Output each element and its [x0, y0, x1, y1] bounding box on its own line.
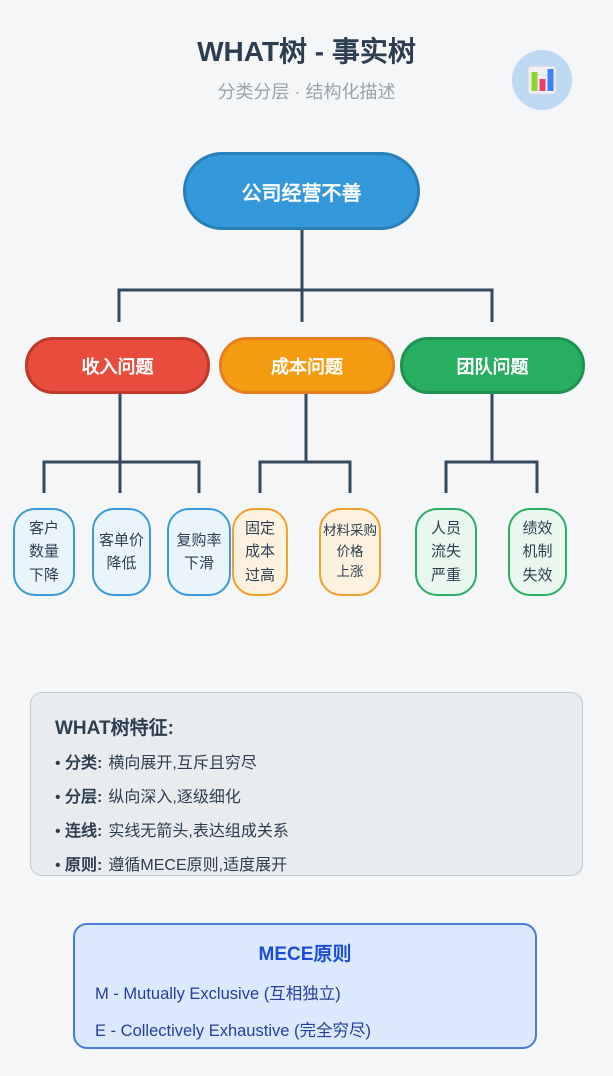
- branch-node-cost: 成本问题: [219, 337, 395, 394]
- features-list: 分类: 横向展开,互斥且穷尽 分层: 纵向深入,逐级细化 连线: 实线无箭头,表达组成…: [55, 754, 558, 876]
- edge-cost-bracket: [258, 460, 352, 493]
- feature-item-principle: 原则: 遵循MECE原则,适度展开: [55, 856, 558, 876]
- feature-text: 遵循MECE原则,适度展开: [108, 857, 288, 874]
- leaf-node-repurchase-rate: 复购率 下滑: [167, 508, 231, 596]
- bar-chart-glyph: [527, 65, 557, 95]
- leaf-node-material-price: 材料采购 价格 上涨: [319, 508, 381, 596]
- edge-team-bracket: [444, 460, 539, 493]
- feature-text: 横向展开,互斥且穷尽: [108, 755, 257, 772]
- root-node: 公司经营不善: [183, 152, 420, 230]
- mece-line-mutually-exclusive: M - Mutually Exclusive (互相独立): [95, 985, 341, 1003]
- feature-text: 纵向深入,逐级细化: [108, 789, 241, 806]
- page-title: WHAT树 - 事实树: [197, 36, 416, 67]
- mece-title: MECE原则: [258, 944, 352, 965]
- feature-item-classification: 分类: 横向展开,互斥且穷尽: [55, 754, 558, 774]
- leaf-node-performance-system: 绩效 机制 失效: [508, 508, 567, 596]
- bar-chart-icon: [512, 50, 572, 110]
- leaf-node-customer-count: 客户 数量 下降: [13, 508, 75, 596]
- feature-label: 连线:: [65, 823, 103, 840]
- mece-line-collectively-exhaustive: E - Collectively Exhaustive (完全穷尽): [95, 1022, 371, 1040]
- feature-item-layering: 分层: 纵向深入,逐级细化: [55, 788, 558, 808]
- features-title: WHAT树特征:: [55, 718, 174, 739]
- branch-node-team: 团队问题: [400, 337, 585, 394]
- edge-level1-bracket: [117, 288, 494, 322]
- feature-text: 实线无箭头,表达组成关系: [108, 823, 289, 840]
- leaf-node-staff-turnover: 人员 流失 严重: [415, 508, 477, 596]
- page-subtitle: 分类分层 · 结构化描述: [217, 82, 396, 102]
- leaf-node-order-value: 客单价 降低: [92, 508, 151, 596]
- leaf-node-fixed-cost: 固定 成本 过高: [232, 508, 288, 596]
- feature-label: 分层:: [65, 789, 103, 806]
- feature-label: 原则:: [65, 857, 103, 874]
- branch-node-revenue: 收入问题: [25, 337, 210, 394]
- mece-card: MECE原则 M - Mutually Exclusive (互相独立) E -…: [73, 923, 537, 1049]
- edge-revenue-bracket: [42, 460, 201, 493]
- features-card: WHAT树特征: 分类: 横向展开,互斥且穷尽 分层: 纵向深入,逐级细化 连线: 实…: [30, 692, 583, 876]
- feature-item-lines: 连线: 实线无箭头,表达组成关系: [55, 822, 558, 842]
- feature-label: 分类:: [65, 755, 103, 772]
